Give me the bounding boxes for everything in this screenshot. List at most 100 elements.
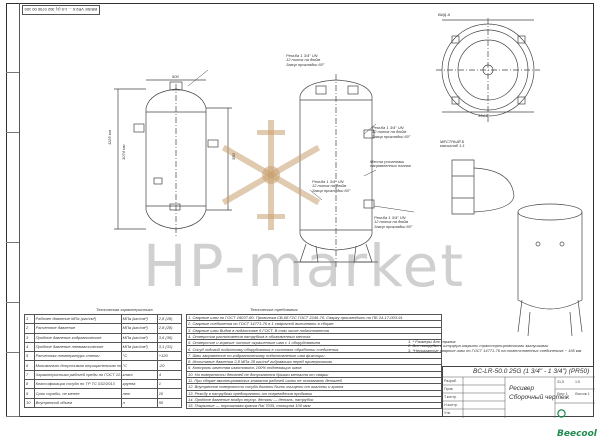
title-block-grid: [443, 376, 595, 418]
footnote-3: 3. *Неуказанные сварные швы по ГОСТ 1477…: [408, 347, 582, 353]
requirement-text: 2. Сварные соединения по ГОСТ 14771-76 в…: [186, 320, 442, 328]
spec-unit: МПа (кгс/см²): [120, 332, 158, 343]
spec-name: Расчетное давление: [33, 323, 122, 334]
requirement-row: 10. На поверхности деталей не допускаютс…: [186, 370, 442, 378]
title-block-subtitle: Сборочный чертеж: [509, 394, 570, 401]
tb-row-4: Н.контр.: [444, 403, 458, 407]
requirement-text: 8. Испытание давления 2,8 МПа 28 кгс/см²…: [186, 358, 442, 366]
requirement-row: 7. Швы заправление по гидравлическому по…: [186, 351, 442, 360]
view-a-flange: [436, 18, 540, 122]
requirement-row: 6. Сосуд ходовой подготовку оборудования…: [186, 345, 442, 353]
spec-unit: °C: [120, 360, 158, 371]
spec-number: 4: [24, 341, 35, 353]
requirement-text: 7. Швы заправление по гидравлическому по…: [186, 351, 442, 360]
title-block-name: Ресивер: [509, 385, 535, 392]
receiver-front-view: [114, 79, 232, 236]
requirements-table: 1. Сварные швы по ГОСТ 16037-80. Проволо…: [186, 313, 442, 410]
spec-name: Минимально допустимая отрицательная темп…: [33, 360, 122, 371]
spec-number: 7: [24, 369, 35, 381]
requirement-text: 13. Резьбу в патрубках предохранять от п…: [186, 389, 442, 397]
spec-name: Срок службы, не менее: [33, 388, 122, 399]
spec-value: -20: [156, 360, 183, 371]
dim-flange-width: 354,8: [478, 113, 489, 118]
requirement-text: 5. Отверстие и горячие чистые окрашенные…: [186, 339, 442, 347]
brand-logo-text: Beecool: [557, 429, 597, 439]
requirement-row: 4. Отверстия расположения патрубков в об…: [186, 332, 442, 341]
requirement-text: 4. Отверстия расположения патрубков в об…: [186, 332, 442, 341]
spec-value: 3,6 (36): [156, 332, 183, 343]
spec-unit: л: [120, 397, 158, 408]
spec-number: 3: [24, 332, 35, 343]
brand-logo: Beecool: [557, 405, 597, 441]
requirements-title: Технические требования: [250, 307, 298, 312]
callout-thread-3: Резьба 1 3/4" UN 12 ниток на дюйм Зазор …: [312, 179, 351, 193]
spec-value: 10: [156, 388, 183, 399]
footnotes: 1. * Размеры для справок 2. Все патрубки…: [408, 339, 582, 353]
spec-name: Пробное давление гидравлическое: [33, 332, 122, 343]
dim-height-total: 1125 мм: [107, 129, 112, 145]
receiver-side-view: [294, 74, 378, 268]
dim-height-mid: 1074 мм: [121, 144, 126, 161]
side-strip: [6, 3, 20, 417]
spec-value: 4: [156, 369, 183, 381]
callout-guide-plates: Места установки направленных планок: [370, 159, 411, 169]
footnote-1: 1. * Размеры для справок: [408, 339, 456, 344]
spec-number: 9: [24, 388, 35, 399]
logo-leaf-icon: [557, 409, 566, 418]
spec-unit: МПа (кгс/см²): [120, 313, 158, 325]
requirement-text: 11. При сборке вмонтированных клапанов р…: [186, 376, 442, 385]
spec-number: 1: [24, 313, 35, 325]
view-a-label: ВИД А: [438, 12, 451, 17]
watermark-text: HP-market: [143, 232, 466, 300]
spec-value: 50: [156, 397, 183, 408]
spec-name: Характеристика рабочей среды по ГОСТ 12.…: [33, 369, 122, 381]
callout-thread-4: Резьба 1 3/4" UN 12 ниток на дюйм Зазор …: [374, 215, 413, 229]
spec-value: 3,1 (31): [156, 341, 183, 353]
requirement-row: 15. Покрытие — порошковая краска Ral 703…: [186, 402, 442, 410]
requirement-row: 2. Сварные соединения по ГОСТ 14771-76 в…: [186, 320, 442, 328]
spec-number: 5: [24, 351, 35, 362]
spec-name: Рабочее давление МПа (кгс/см²): [33, 313, 122, 325]
title-block-mass: 31,5: [557, 380, 564, 384]
spec-value: +120: [156, 351, 183, 362]
title-block-sheets: Листов 1: [575, 392, 590, 396]
tb-row-1: Разраб.: [444, 379, 457, 383]
dim-diameter: 500: [172, 74, 179, 79]
callout-detail-b: МЕСТНЫЙ Б масштаб 1:1: [440, 139, 465, 149]
requirement-row: 14. Пробное давление воздух внутр. детал…: [186, 395, 442, 404]
requirement-row: 1. Сварные швы по ГОСТ 16037-80. Проволо…: [186, 313, 442, 322]
spec-name: Внутренний объем: [33, 397, 122, 408]
spec-unit: °C: [120, 351, 158, 362]
specs-title: Техническая характеристика: [96, 307, 153, 312]
requirement-text: 12. Внутренние поверхности сосуда должны…: [186, 383, 442, 391]
spec-unit: лет: [120, 388, 158, 399]
spec-value: 2,8 (28): [156, 313, 183, 325]
requirement-text: 15. Покрытие — порошковая краска Ral 703…: [186, 402, 442, 410]
footnote-2: 2. Все патрубки и штуцера закрыть трансп…: [408, 343, 548, 349]
callout-thread-2: Резьба 1 3/4" UN 12 ниток на дюйм Зазор …: [372, 125, 411, 139]
spec-name: Расчетная температура стенки: [33, 351, 122, 362]
spec-unit: группа: [120, 379, 158, 390]
requirement-row: 12. Внутренние поверхности сосуда должны…: [186, 383, 442, 391]
requirement-row: 8. Испытание давления 2,8 МПа 28 кгс/см²…: [186, 358, 442, 366]
title-block: BC-LR-50.0 25G (1 3/4" - 1 3/4") (PR50) …: [442, 366, 597, 439]
requirement-row: 9. Контроль качества изготовить 100% под…: [186, 364, 442, 372]
requirement-text: 1. Сварные швы по ГОСТ 16037-80. Проволо…: [186, 313, 442, 322]
spec-number: 10: [24, 397, 35, 408]
spec-unit: МПа (кгс/см²): [120, 341, 158, 353]
spec-value: 2,8 (28): [156, 323, 183, 334]
requirement-text: 6. Сосуд ходовой подготовку оборудования…: [186, 345, 442, 353]
tb-row-3: Т.контр.: [444, 395, 458, 399]
tb-row-5: Утв.: [444, 411, 451, 415]
requirement-row: 11. При сборке вмонтированных клапанов р…: [186, 376, 442, 385]
drawing-canvas: [114, 18, 583, 337]
